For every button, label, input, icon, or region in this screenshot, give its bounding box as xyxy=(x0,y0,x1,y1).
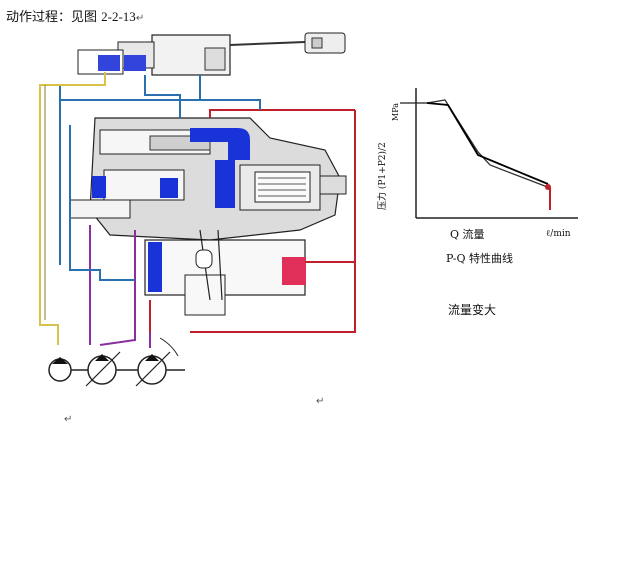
chart-note: 流量变大 xyxy=(448,302,496,317)
return-mark: ↵ xyxy=(135,13,145,24)
caption-text: 动作过程：见图 xyxy=(6,10,102,25)
x-axis-label: Q 流量 xyxy=(450,227,485,241)
chart-caption: P-Q 特性曲线 xyxy=(446,251,513,265)
y-unit-label: MPa xyxy=(391,103,400,121)
figure-reference: 2-2-13 xyxy=(101,9,136,24)
x-unit-label: ℓ/min xyxy=(546,229,571,239)
pq-curve-reference xyxy=(426,99,551,208)
operating-point xyxy=(545,184,551,190)
pq-curve-chart: MPa 压力 (P1+P2)/2 Q 流量 ℓ/min P-Q 特性曲线 流量变… xyxy=(376,88,578,317)
servo-piston xyxy=(144,229,306,316)
pq-curve-series xyxy=(426,102,549,185)
caption: 动作过程：见图 2-2-13↵ xyxy=(6,6,144,25)
return-mark: ↵ xyxy=(316,396,325,407)
return-mark: ↵ xyxy=(64,414,73,425)
pump-symbols xyxy=(48,337,185,387)
solenoid-valve xyxy=(77,32,346,76)
pump-regulator-body xyxy=(69,117,347,241)
oil-lines xyxy=(39,72,356,348)
y-axis-label: 压力 (P1+P2)/2 xyxy=(376,142,388,210)
